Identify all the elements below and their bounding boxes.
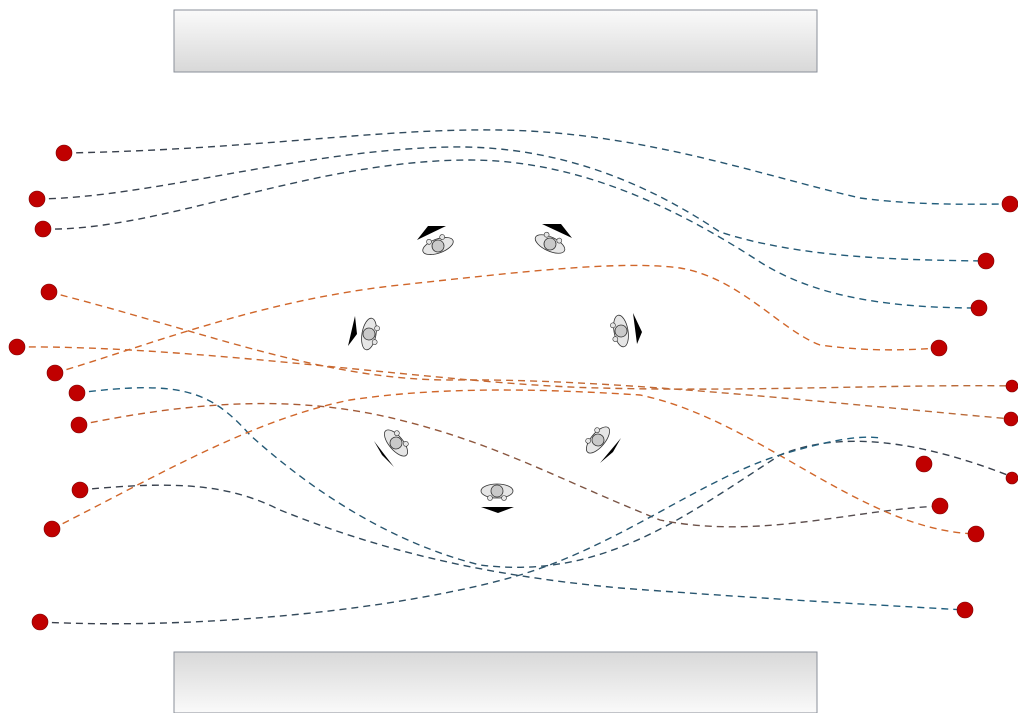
robot-3 — [361, 317, 380, 351]
trajectory-path — [48, 291, 1012, 420]
endpoint-marker — [967, 525, 985, 543]
trajectory-path — [54, 264, 940, 374]
heading-arrow-icon — [600, 438, 621, 463]
endpoint-marker — [931, 497, 949, 515]
heading-arrow-icon — [348, 316, 357, 346]
endpoint-marker — [40, 283, 58, 301]
endpoints — [8, 144, 1018, 631]
heading-arrow-icon — [633, 313, 642, 344]
trajectory-path — [51, 389, 977, 535]
robot-1 — [422, 234, 454, 255]
endpoint-marker — [970, 299, 988, 317]
trajectory-path — [63, 129, 1011, 205]
endpoint-marker — [70, 416, 88, 434]
endpoint-marker — [43, 520, 61, 538]
endpoint-marker — [71, 481, 89, 499]
robot-4 — [610, 314, 629, 348]
trajectory-path — [76, 387, 1016, 569]
robot-7 — [480, 483, 514, 501]
endpoint-marker — [34, 220, 52, 238]
endpoint-marker — [68, 384, 86, 402]
trajectory-path — [16, 346, 1017, 390]
endpoint-marker — [977, 252, 995, 270]
endpoint-marker — [28, 190, 46, 208]
robot-5 — [384, 429, 409, 457]
endpoint-marker — [1003, 411, 1018, 427]
trajectory-path — [78, 402, 941, 528]
endpoint-marker — [956, 601, 974, 619]
robot-2 — [534, 231, 566, 254]
robot-6 — [585, 426, 610, 454]
trajectory-path — [39, 436, 881, 625]
heading-arrow-icon — [542, 224, 572, 238]
endpoint-marker — [930, 339, 948, 357]
trajectory-path — [36, 146, 987, 262]
endpoint-marker — [1001, 195, 1018, 213]
endpoint-marker — [915, 455, 933, 473]
endpoint-marker — [31, 613, 49, 631]
bottom-wall — [173, 651, 818, 713]
heading-arrow-icon — [417, 226, 446, 240]
heading-arrow-icon — [374, 441, 394, 467]
trajectory-path — [42, 159, 980, 309]
endpoint-marker — [46, 364, 64, 382]
endpoint-marker — [1005, 379, 1018, 393]
endpoint-marker — [55, 144, 73, 162]
heading-arrow-icon — [481, 507, 514, 513]
trajectories — [16, 129, 1017, 625]
trajectory-path — [79, 484, 966, 611]
top-wall — [173, 9, 818, 73]
robots — [348, 224, 642, 513]
endpoint-marker — [1005, 471, 1018, 485]
endpoint-marker — [8, 338, 26, 356]
